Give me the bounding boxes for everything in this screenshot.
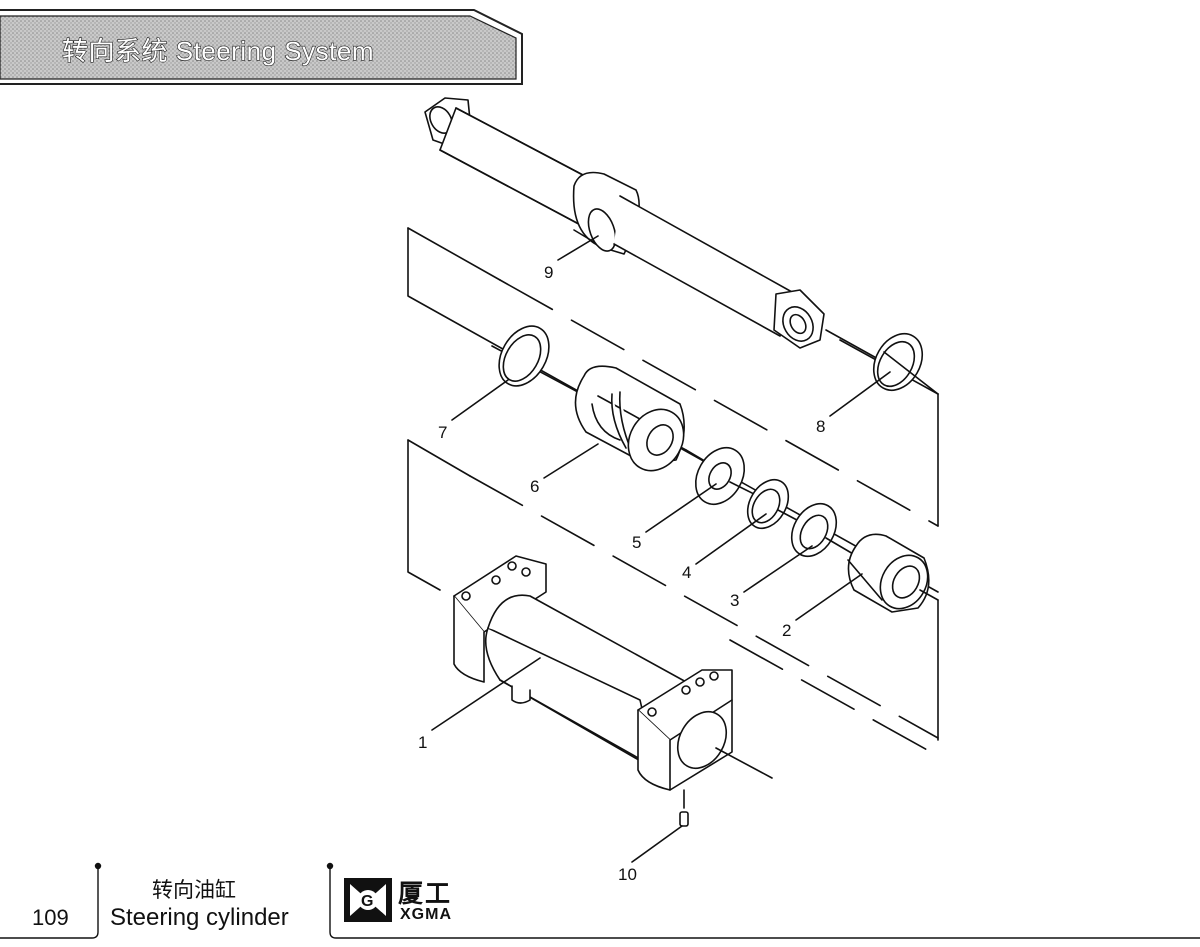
caption-english: Steering cylinder: [110, 904, 289, 931]
washer-5: [694, 446, 746, 506]
cylinder-body-1: [453, 555, 773, 827]
caption-chinese: 转向油缸: [152, 878, 236, 902]
lower-assembly-bracket: [407, 439, 939, 757]
seal-ring-8: [872, 332, 939, 395]
piston-rod-assembly: [424, 97, 881, 361]
seal-ring-4: [746, 478, 790, 530]
brand-name-chinese: 厦工: [398, 879, 453, 908]
callout-6: 6: [530, 477, 539, 496]
leader-lines: [431, 235, 891, 863]
seal-ring-7: [498, 325, 550, 387]
callout-4: 4: [682, 563, 691, 582]
footer-frame: [0, 862, 1200, 939]
callout-1: 1: [418, 733, 427, 752]
guide-sleeve-2: [847, 533, 930, 613]
callout-7: 7: [438, 423, 447, 442]
header-banner: 转向系统 Steering System: [0, 9, 523, 85]
exploded-view: [407, 97, 939, 863]
svg-text:G: G: [361, 893, 373, 910]
brand-name-english: XGMA: [400, 906, 452, 923]
piston-6: [574, 365, 685, 472]
page-title: 转向系统 Steering System: [62, 36, 374, 66]
callout-8: 8: [816, 417, 825, 436]
seal-ring-3: [790, 502, 838, 558]
callout-5: 5: [632, 533, 641, 552]
callouts: 1 2 3 4 5 6 7 8 9 10: [418, 263, 825, 884]
callout-10: 10: [618, 865, 637, 884]
callout-9: 9: [544, 263, 553, 282]
callout-2: 2: [782, 621, 791, 640]
xgma-logo-icon: G: [344, 878, 392, 922]
page-number: 109: [32, 905, 69, 930]
callout-3: 3: [730, 591, 739, 610]
